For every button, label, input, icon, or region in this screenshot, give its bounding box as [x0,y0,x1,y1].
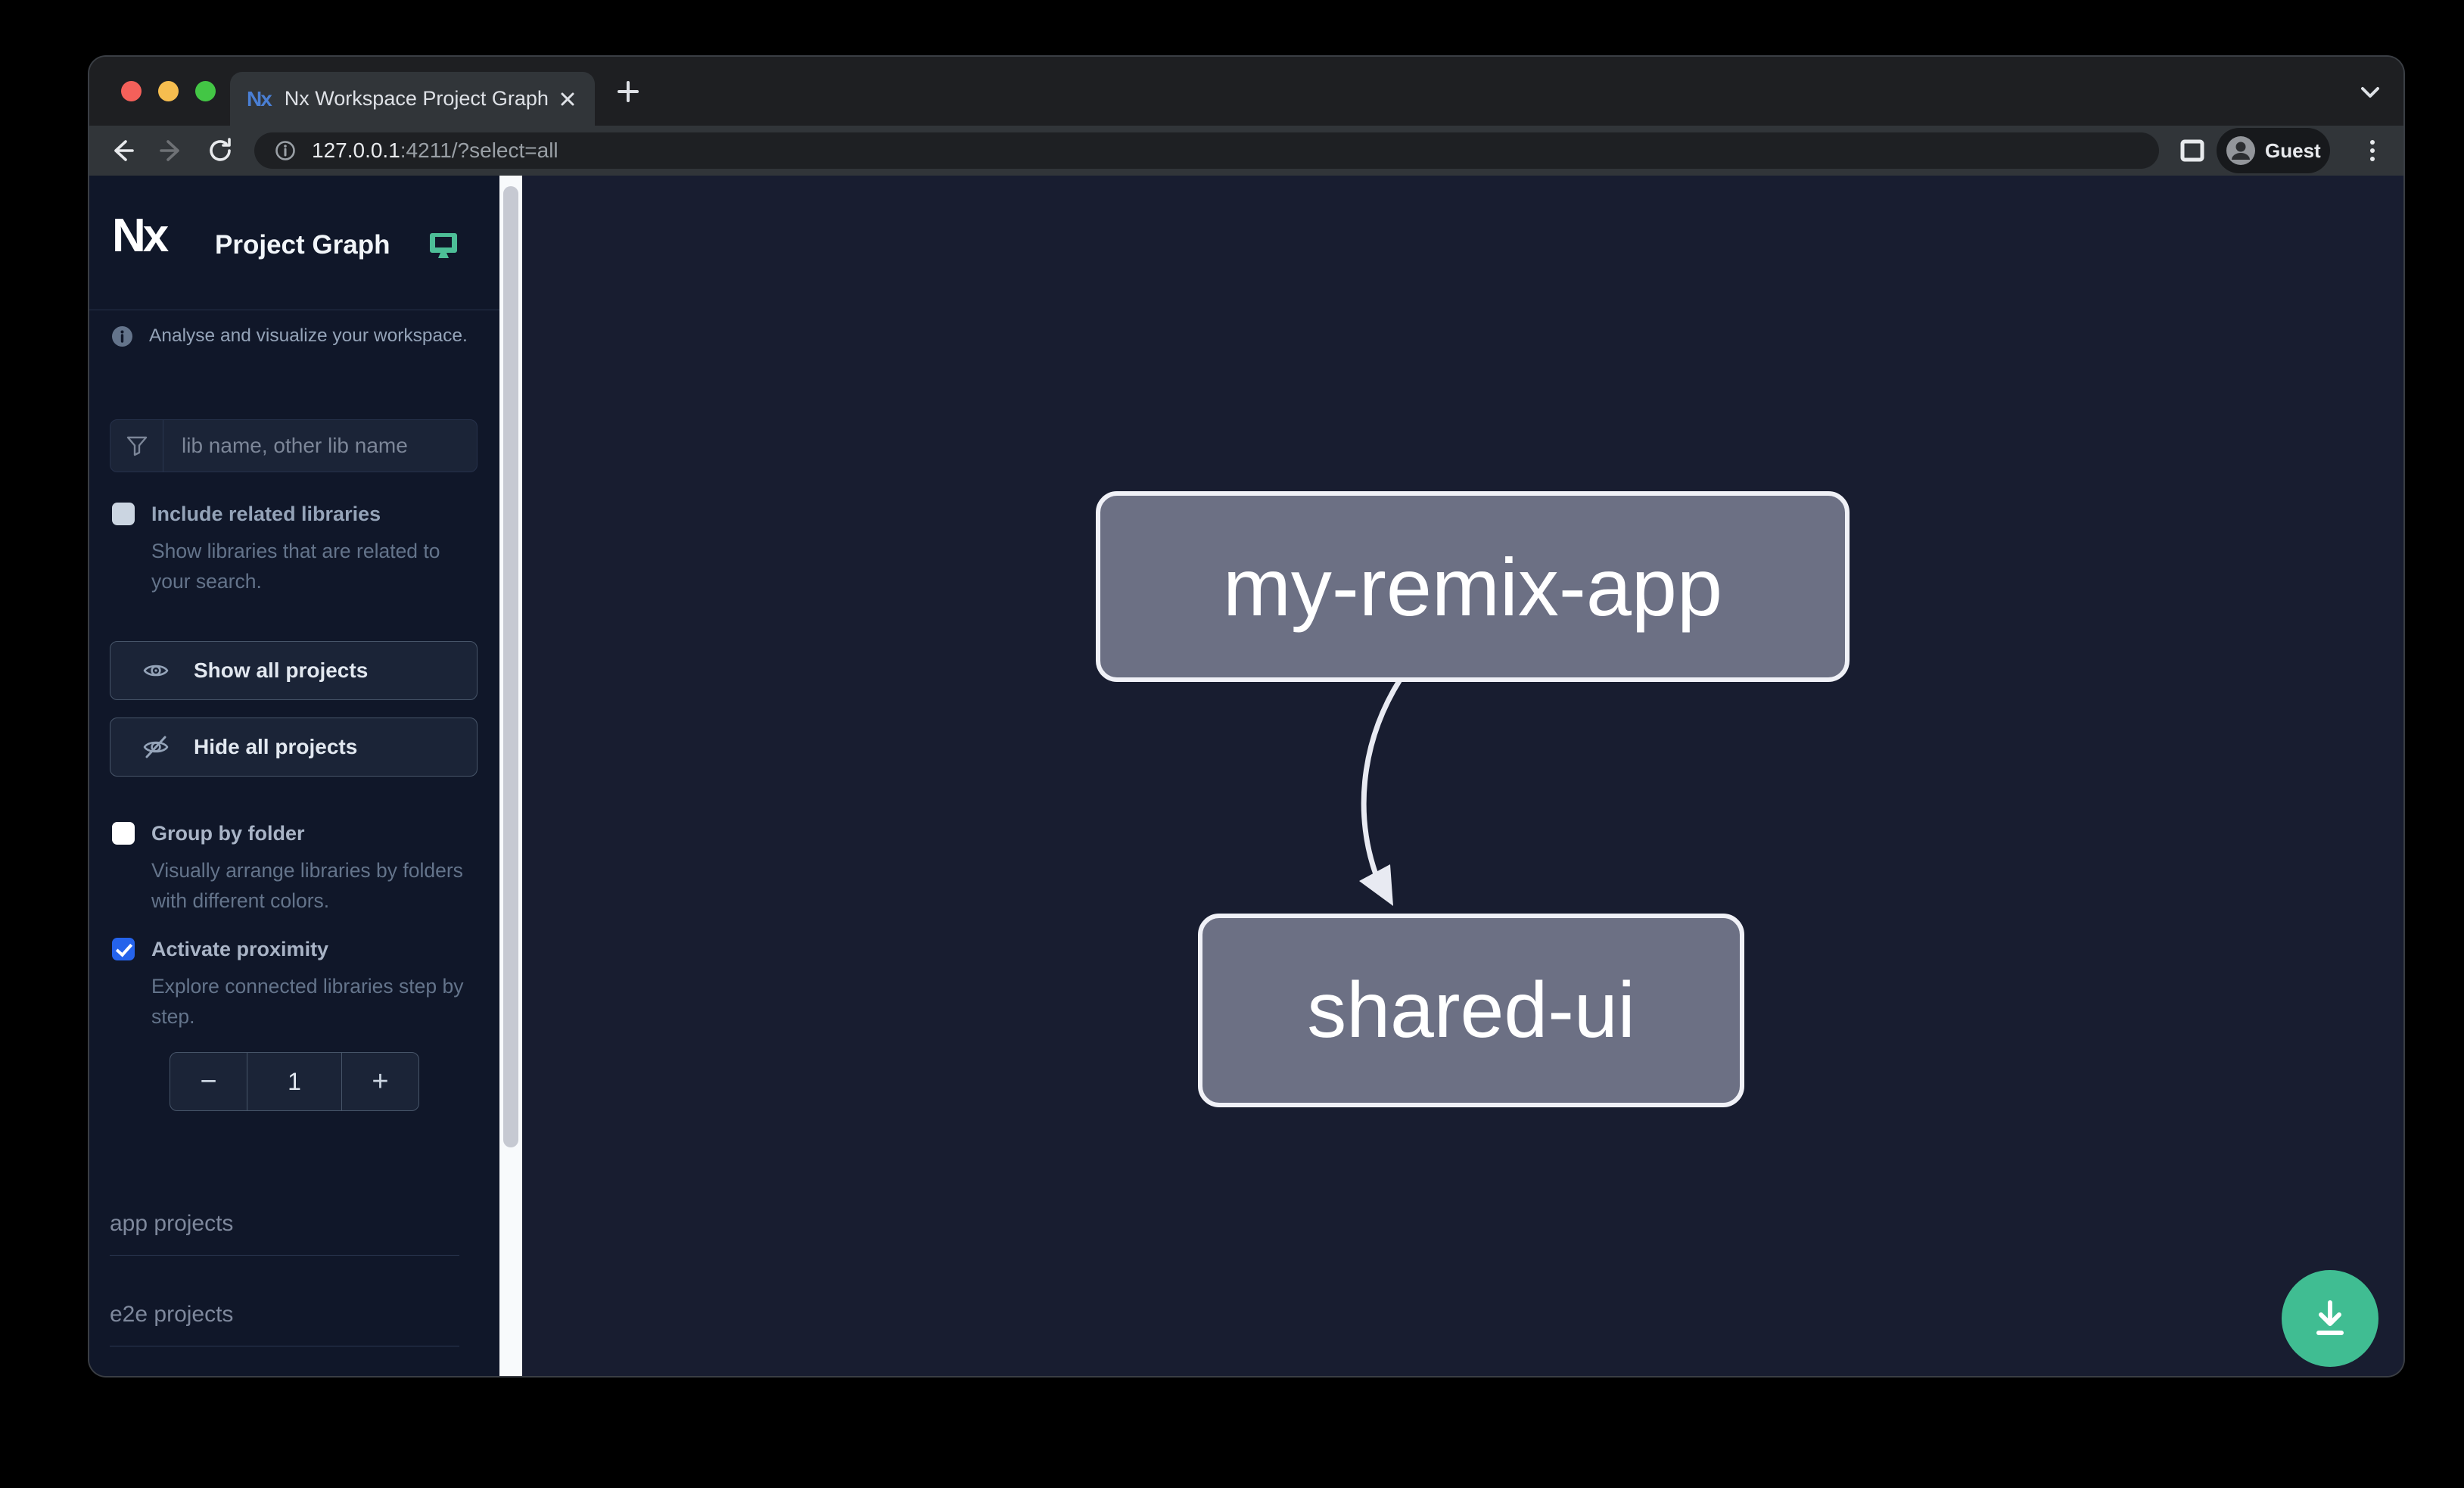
group-by-folder-description: Visually arrange libraries by folders wi… [151,859,463,912]
tab-title: Nx Workspace Project Graph [284,87,548,110]
eye-icon [143,665,169,677]
tab-search-chevron-icon[interactable] [2358,82,2382,102]
monitor-icon[interactable] [428,230,459,260]
close-window-button[interactable] [121,81,142,101]
sidebar-header: Nx Project Graph [89,176,499,310]
decrement-button[interactable]: − [200,1065,217,1097]
address-bar[interactable]: 127.0.0.1:4211/?select=all [254,132,2159,169]
graph-node-my-remix-app[interactable]: my-remix-app [1096,491,1850,682]
activate-proximity-label: Activate proximity [151,938,329,960]
hide-all-projects-button[interactable]: Hide all projects [110,718,478,777]
group-by-folder-label: Group by folder [151,822,305,845]
include-related-description: Show libraries that are related to your … [151,540,440,593]
traffic-lights [121,81,216,101]
browser-menu-icon[interactable] [2360,137,2385,164]
info-icon [112,325,132,347]
sidebar-scrollbar-thumb[interactable] [503,186,518,1147]
forward-icon[interactable] [157,136,186,165]
graph-node-shared-ui[interactable]: shared-ui [1198,914,1744,1107]
tagline-row: Analyse and visualize your workspace. [112,325,468,347]
show-all-projects-button[interactable]: Show all projects [110,641,478,700]
sidebar-scrollbar[interactable] [499,176,522,1376]
zoom-window-button[interactable] [195,81,216,101]
dependency-edge [1359,677,1403,906]
proximity-stepper: − 1 + [170,1052,419,1111]
side-panel-icon[interactable] [2179,138,2205,163]
nx-graph-page: Nx Project Graph Analyse and visualize y… [89,176,2403,1376]
new-tab-button[interactable] [614,78,642,105]
increment-button[interactable]: + [372,1065,389,1097]
browser-tab[interactable]: Nx Nx Workspace Project Graph [230,72,595,126]
tab-close-icon[interactable] [557,89,578,110]
section-app-projects: app projects [110,1211,459,1256]
browser-toolbar: 127.0.0.1:4211/?select=all Guest [89,126,2403,176]
site-info-icon[interactable] [274,139,297,162]
page-title: Project Graph [215,230,390,260]
graph-canvas[interactable]: my-remix-app shared-ui [522,176,2403,1376]
eye-off-icon [143,736,169,758]
back-icon[interactable] [107,136,136,165]
include-related-label: Include related libraries [151,503,381,525]
download-icon [2316,1300,2344,1335]
tab-strip: Nx Nx Workspace Project Graph [89,57,2403,126]
profile-label: Guest [2265,139,2321,162]
activate-proximity-description: Explore connected libraries step by step… [151,975,464,1028]
reload-icon[interactable] [206,136,235,165]
show-all-projects-label: Show all projects [194,658,369,682]
section-e2e-projects: e2e projects [110,1302,459,1346]
browser-window: Nx Nx Workspace Project Graph [89,57,2403,1376]
activate-proximity-checkbox[interactable] [112,938,135,960]
group-by-folder-checkbox[interactable] [112,822,135,845]
download-graph-button[interactable] [2282,1270,2378,1367]
url-text: 127.0.0.1:4211/?select=all [312,139,558,162]
profile-chip[interactable]: Guest [2217,128,2330,173]
filter-funnel-icon [110,420,163,472]
sidebar: Nx Project Graph Analyse and visualize y… [89,176,499,1376]
nx-favicon-icon: Nx [247,86,272,111]
search-box [110,419,478,472]
tagline-text: Analyse and visualize your workspace. [149,325,468,346]
include-related-checkbox[interactable] [112,503,135,525]
nx-logo: Nx [112,210,169,262]
search-input[interactable] [163,420,477,472]
proximity-depth-value: 1 [247,1053,342,1110]
hide-all-projects-label: Hide all projects [194,735,358,758]
avatar-icon [2226,136,2255,165]
minimize-window-button[interactable] [158,81,179,101]
